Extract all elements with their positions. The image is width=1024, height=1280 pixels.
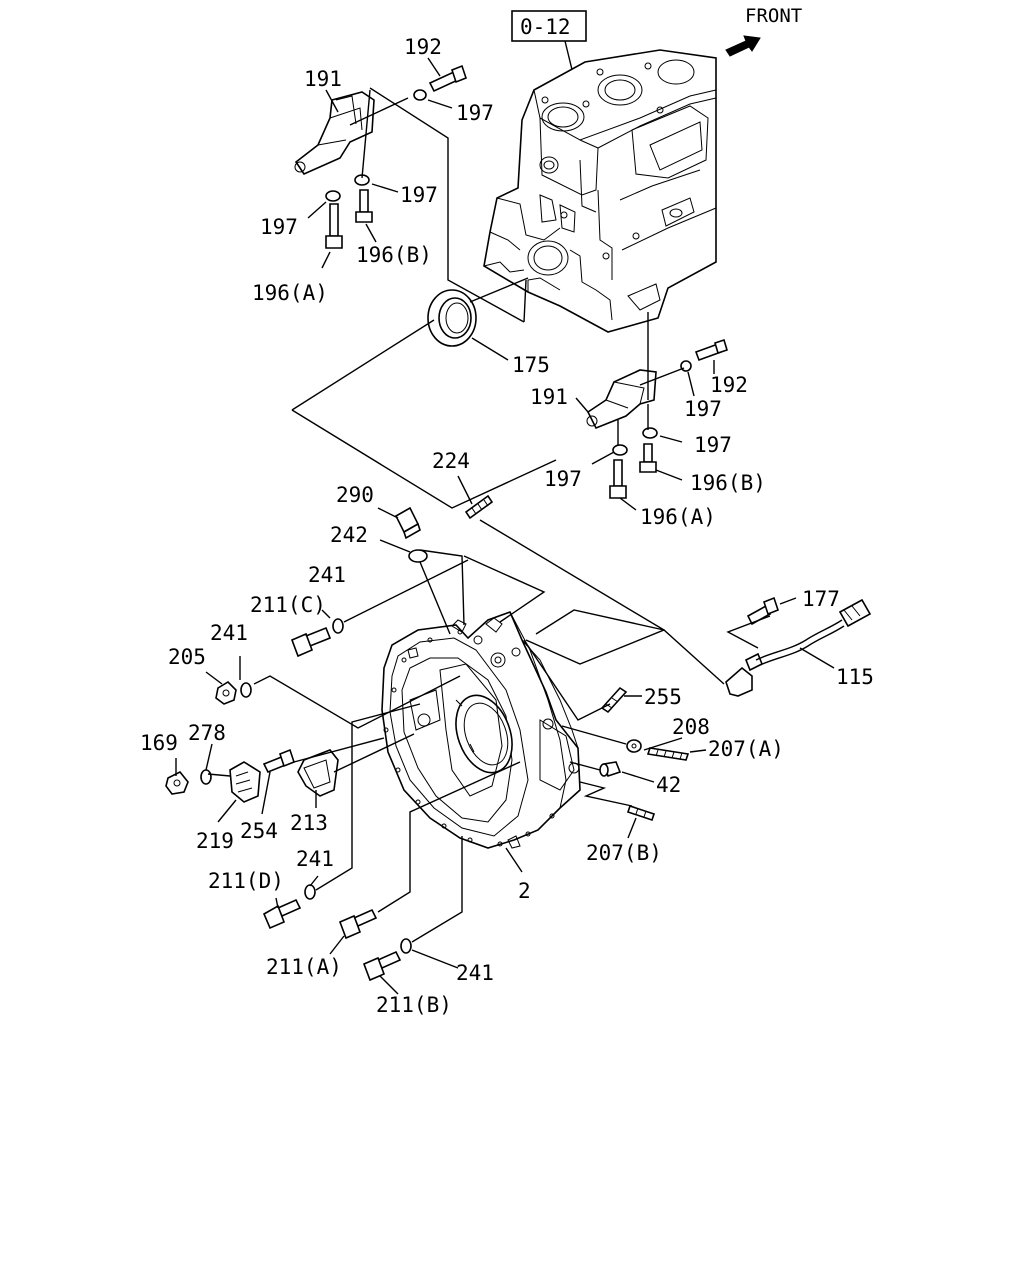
washer-241-205[interactable] <box>240 682 252 698</box>
reference-box[interactable]: 0-12 <box>511 10 587 42</box>
callout-211d[interactable]: 211(D) <box>208 869 284 893</box>
front-label: FRONT <box>745 5 802 27</box>
callout-196a-upper[interactable]: 196(A) <box>252 281 328 305</box>
bolt-192-upper[interactable] <box>428 64 467 93</box>
callout-42[interactable]: 42 <box>656 773 681 797</box>
callout-192-lower[interactable]: 192 <box>710 373 748 397</box>
nut-205[interactable] <box>215 680 237 705</box>
front-arrow-icon <box>725 35 761 57</box>
callout-192-upper[interactable]: 192 <box>404 35 442 59</box>
callout-219[interactable]: 219 <box>196 829 234 853</box>
bolt-211b[interactable] <box>362 950 402 982</box>
washer-278[interactable] <box>200 769 212 785</box>
callout-208[interactable]: 208 <box>672 715 710 739</box>
bracket-219[interactable] <box>229 761 261 803</box>
washer-241-211d[interactable] <box>304 884 316 900</box>
callout-278[interactable]: 278 <box>188 721 226 745</box>
engine-block <box>483 49 717 333</box>
callout-197-upper-mid[interactable]: 197 <box>400 183 438 207</box>
callout-2[interactable]: 2 <box>518 879 531 903</box>
callout-177[interactable]: 177 <box>802 587 840 611</box>
stud-207b[interactable] <box>626 804 656 822</box>
callout-197-lower-right[interactable]: 197 <box>684 397 722 421</box>
bolt-177[interactable] <box>746 596 779 626</box>
callout-196b-lower[interactable]: 196(B) <box>690 471 766 495</box>
callout-197-upper-left[interactable]: 197 <box>260 215 298 239</box>
sensor-115[interactable] <box>725 598 872 697</box>
callout-211a[interactable]: 211(A) <box>266 955 342 979</box>
bolt-254[interactable] <box>262 748 295 774</box>
bolt-211d[interactable] <box>262 898 302 930</box>
callout-290[interactable]: 290 <box>336 483 374 507</box>
callout-207a[interactable]: 207(A) <box>708 737 784 761</box>
callout-255[interactable]: 255 <box>644 685 682 709</box>
oil-seal-175[interactable] <box>427 289 477 347</box>
plug-290[interactable] <box>394 506 421 540</box>
washer-197-lower-left[interactable] <box>612 444 628 456</box>
washer-197-upper-right[interactable] <box>413 89 427 101</box>
washer-241-211b[interactable] <box>400 938 412 954</box>
flywheel-housing[interactable] <box>381 610 581 849</box>
callout-205[interactable]: 205 <box>168 645 206 669</box>
callout-211b[interactable]: 211(B) <box>376 993 452 1017</box>
bolt-196b-lower[interactable] <box>639 443 657 473</box>
callout-115[interactable]: 115 <box>836 665 874 689</box>
callout-241-211b[interactable]: 241 <box>456 961 494 985</box>
oring-242[interactable] <box>408 549 428 563</box>
callout-242[interactable]: 242 <box>330 523 368 547</box>
stud-255[interactable] <box>600 686 628 714</box>
engine-mount-bracket-left[interactable] <box>294 91 375 176</box>
reference-box-label: 0-12 <box>520 15 571 39</box>
washer-197-lower-mid[interactable] <box>642 427 658 439</box>
callout-241-211d[interactable]: 241 <box>296 847 334 871</box>
callout-207b[interactable]: 207(B) <box>586 841 662 865</box>
nut-169[interactable] <box>165 770 189 795</box>
bolt-192-lower[interactable] <box>694 338 728 362</box>
bolt-211a[interactable] <box>338 908 378 940</box>
callout-213[interactable]: 213 <box>290 811 328 835</box>
callout-254[interactable]: 254 <box>240 819 278 843</box>
stud-207a[interactable] <box>646 747 690 761</box>
callout-197-lower-left[interactable]: 197 <box>544 467 582 491</box>
washer-197-upper-left[interactable] <box>325 190 341 202</box>
bolt-211c[interactable] <box>290 626 332 658</box>
engine-mount-bracket-right[interactable] <box>586 369 657 430</box>
bolt-196a-upper[interactable] <box>325 203 343 249</box>
callout-241-211c[interactable]: 241 <box>308 563 346 587</box>
washer-197-lower-right[interactable] <box>680 360 692 372</box>
callout-241-205[interactable]: 241 <box>210 621 248 645</box>
callout-labels: 192 191 197 197 197 196(B) 196(A) 175 19… <box>140 35 874 1017</box>
callout-191-upper[interactable]: 191 <box>304 67 342 91</box>
callout-211c[interactable]: 211(C) <box>250 593 326 617</box>
washer-241-211c[interactable] <box>332 618 344 634</box>
callout-197-upper-right[interactable]: 197 <box>456 101 494 125</box>
stud-224[interactable] <box>464 494 494 520</box>
callout-175[interactable]: 175 <box>512 353 550 377</box>
callout-196b-upper[interactable]: 196(B) <box>356 243 432 267</box>
bolt-196a-lower[interactable] <box>609 459 627 499</box>
callout-169[interactable]: 169 <box>140 731 178 755</box>
callout-197-lower-mid[interactable]: 197 <box>694 433 732 457</box>
callout-196a-lower[interactable]: 196(A) <box>640 505 716 529</box>
callout-leaders <box>175 57 835 995</box>
callout-224[interactable]: 224 <box>432 449 470 473</box>
dowel-pin-42[interactable] <box>599 761 622 778</box>
callout-191-lower[interactable]: 191 <box>530 385 568 409</box>
bolt-196b-upper[interactable] <box>355 189 373 223</box>
nut-208[interactable] <box>626 739 642 753</box>
cover-213[interactable] <box>297 749 339 797</box>
